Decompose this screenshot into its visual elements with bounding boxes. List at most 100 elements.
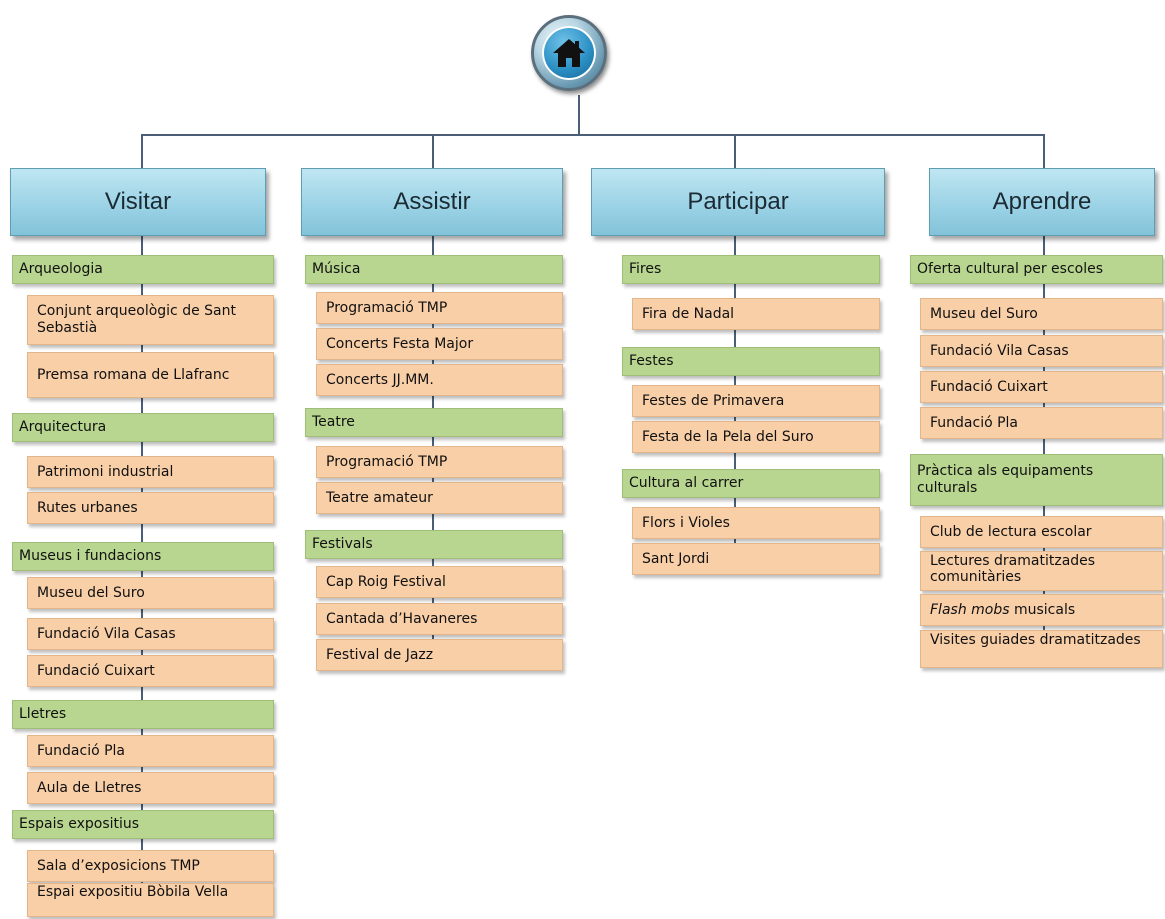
item-label: Fundació Cuixart	[37, 662, 155, 679]
item-label: Concerts JJ.MM.	[326, 371, 434, 388]
item-label: Fundació Pla	[930, 414, 1019, 431]
category-label: Arquitectura	[19, 419, 107, 435]
category-label: Teatre	[312, 414, 355, 430]
category-museus-fundacions[interactable]: Museus i fundacions	[12, 542, 274, 571]
connector-line	[1043, 134, 1045, 168]
header-aprendre[interactable]: Aprendre	[929, 168, 1155, 236]
item-programacio-tmp-teatre[interactable]: Programació TMP	[316, 446, 563, 478]
item-cap-roig-festival[interactable]: Cap Roig Festival	[316, 566, 563, 598]
category-arqueologia[interactable]: Arqueologia	[12, 255, 274, 284]
category-label: Cultura al carrer	[629, 475, 744, 491]
item-fundacio-pla-aprendre[interactable]: Fundació Pla	[920, 407, 1163, 439]
item-patrimoni-industrial[interactable]: Patrimoni industrial	[27, 456, 274, 488]
category-oferta-escoles[interactable]: Oferta cultural per escoles	[910, 255, 1163, 284]
item-label: Cap Roig Festival	[326, 573, 446, 590]
category-festes[interactable]: Festes	[622, 347, 880, 376]
category-fires[interactable]: Fires	[622, 255, 880, 284]
item-teatre-amateur[interactable]: Teatre amateur	[316, 482, 563, 514]
item-fundacio-vila-casas-aprendre[interactable]: Fundació Vila Casas	[920, 335, 1163, 367]
item-fundacio-cuixart-aprendre[interactable]: Fundació Cuixart	[920, 371, 1163, 403]
item-fundacio-pla[interactable]: Fundació Pla	[27, 735, 274, 767]
category-arquitectura[interactable]: Arquitectura	[12, 413, 274, 442]
category-musica[interactable]: Música	[305, 255, 563, 284]
item-label: Conjunt arqueològic de Sant Sebastià	[37, 303, 236, 336]
item-fundacio-vila-casas[interactable]: Fundació Vila Casas	[27, 618, 274, 650]
item-label: Fundació Vila Casas	[37, 625, 176, 642]
item-museu-suro[interactable]: Museu del Suro	[27, 577, 274, 609]
item-festes-primavera[interactable]: Festes de Primavera	[632, 385, 880, 417]
item-label: Premsa romana de Llafranc	[37, 366, 230, 383]
header-visitar[interactable]: Visitar	[10, 168, 266, 236]
item-label: Lectures dramatitzades comunitàries	[930, 553, 1096, 585]
item-label: Flors i Violes	[642, 514, 730, 531]
header-label: Assistir	[393, 188, 471, 215]
item-label: Concerts Festa Major	[326, 335, 474, 352]
item-label: Cantada d’Havaneres	[326, 610, 478, 627]
item-festival-jazz[interactable]: Festival de Jazz	[316, 639, 563, 671]
item-rutes-urbanes[interactable]: Rutes urbanes	[27, 492, 274, 524]
category-label: Música	[312, 261, 361, 277]
item-cantada-havaneres[interactable]: Cantada d’Havaneres	[316, 603, 563, 635]
item-label: Programació TMP	[326, 453, 448, 470]
item-label: Rutes urbanes	[37, 499, 138, 516]
item-label: Club de lectura escolar	[930, 523, 1092, 540]
item-lectures-dramatitzades[interactable]: Lectures dramatitzades comunitàries	[920, 551, 1163, 591]
connector-line	[141, 236, 143, 908]
connector-line	[1043, 236, 1045, 666]
category-festivals[interactable]: Festivals	[305, 530, 563, 559]
item-espai-bobila[interactable]: Espai expositiu Bòbila Vella	[27, 883, 274, 917]
item-sant-jordi[interactable]: Sant Jordi	[632, 543, 880, 575]
item-label: Museu del Suro	[930, 305, 1038, 322]
category-label: Arqueologia	[19, 261, 103, 277]
category-cultura-carrer[interactable]: Cultura al carrer	[622, 469, 880, 498]
item-concerts-festa-major[interactable]: Concerts Festa Major	[316, 328, 563, 360]
item-sala-exposicions[interactable]: Sala d’exposicions TMP	[27, 850, 274, 882]
category-label: Pràctica als equipaments culturals	[917, 463, 1094, 496]
item-label: Sant Jordi	[642, 550, 710, 567]
header-participar[interactable]: Participar	[591, 168, 885, 236]
item-aula-lletres[interactable]: Aula de Lletres	[27, 772, 274, 804]
item-label: Programació TMP	[326, 299, 448, 316]
item-label: Festa de la Pela del Suro	[642, 428, 814, 445]
item-label: Espai expositiu Bòbila Vella	[37, 884, 229, 900]
header-label: Visitar	[104, 188, 172, 215]
category-label: Lletres	[19, 706, 67, 722]
item-fira-nadal[interactable]: Fira de Nadal	[632, 298, 880, 330]
item-label-emphasis: Flash mobs	[930, 601, 1010, 618]
item-label: Aula de Lletres	[37, 779, 142, 796]
item-label: Festes de Primavera	[642, 392, 785, 409]
item-programacio-tmp[interactable]: Programació TMP	[316, 292, 563, 324]
item-label: Sala d’exposicions TMP	[37, 857, 200, 874]
item-conjunt-arqueologic[interactable]: Conjunt arqueològic de Sant Sebastià	[27, 295, 274, 345]
item-museu-suro-aprendre[interactable]: Museu del Suro	[920, 298, 1163, 330]
connector-line	[141, 134, 1045, 136]
header-label: Aprendre	[992, 188, 1092, 215]
item-label: Teatre amateur	[326, 489, 433, 506]
item-concerts-jjmm[interactable]: Concerts JJ.MM.	[316, 364, 563, 396]
home-icon	[542, 26, 596, 80]
item-label: Fundació Pla	[37, 742, 126, 759]
category-label: Espais expositius	[19, 816, 140, 832]
item-premsa-romana[interactable]: Premsa romana de Llafranc	[27, 352, 274, 398]
item-label: Patrimoni industrial	[37, 463, 174, 480]
item-fundacio-cuixart[interactable]: Fundació Cuixart	[27, 655, 274, 687]
item-label: Fundació Vila Casas	[930, 342, 1069, 359]
category-lletres[interactable]: Lletres	[12, 700, 274, 729]
item-label: Flash mobs musicals	[930, 601, 1076, 618]
item-flash-mobs[interactable]: Flash mobs musicals	[920, 594, 1163, 626]
item-label: Fira de Nadal	[642, 305, 735, 322]
category-practica-equipaments[interactable]: Pràctica als equipaments culturals	[910, 454, 1163, 506]
category-label: Oferta cultural per escoles	[917, 261, 1104, 277]
item-festa-pela-suro[interactable]: Festa de la Pela del Suro	[632, 421, 880, 453]
item-visites-guiades[interactable]: Visites guiades dramatitzades	[920, 630, 1163, 668]
item-flors-violes[interactable]: Flors i Violes	[632, 507, 880, 539]
category-teatre[interactable]: Teatre	[305, 408, 563, 437]
category-espais-expositius[interactable]: Espais expositius	[12, 810, 274, 839]
connector-line	[578, 95, 580, 135]
category-label: Fires	[629, 261, 662, 277]
home-button[interactable]	[531, 15, 607, 91]
connector-line	[141, 134, 143, 168]
item-club-lectura[interactable]: Club de lectura escolar	[920, 516, 1163, 548]
header-assistir[interactable]: Assistir	[301, 168, 563, 236]
item-label: Museu del Suro	[37, 584, 145, 601]
